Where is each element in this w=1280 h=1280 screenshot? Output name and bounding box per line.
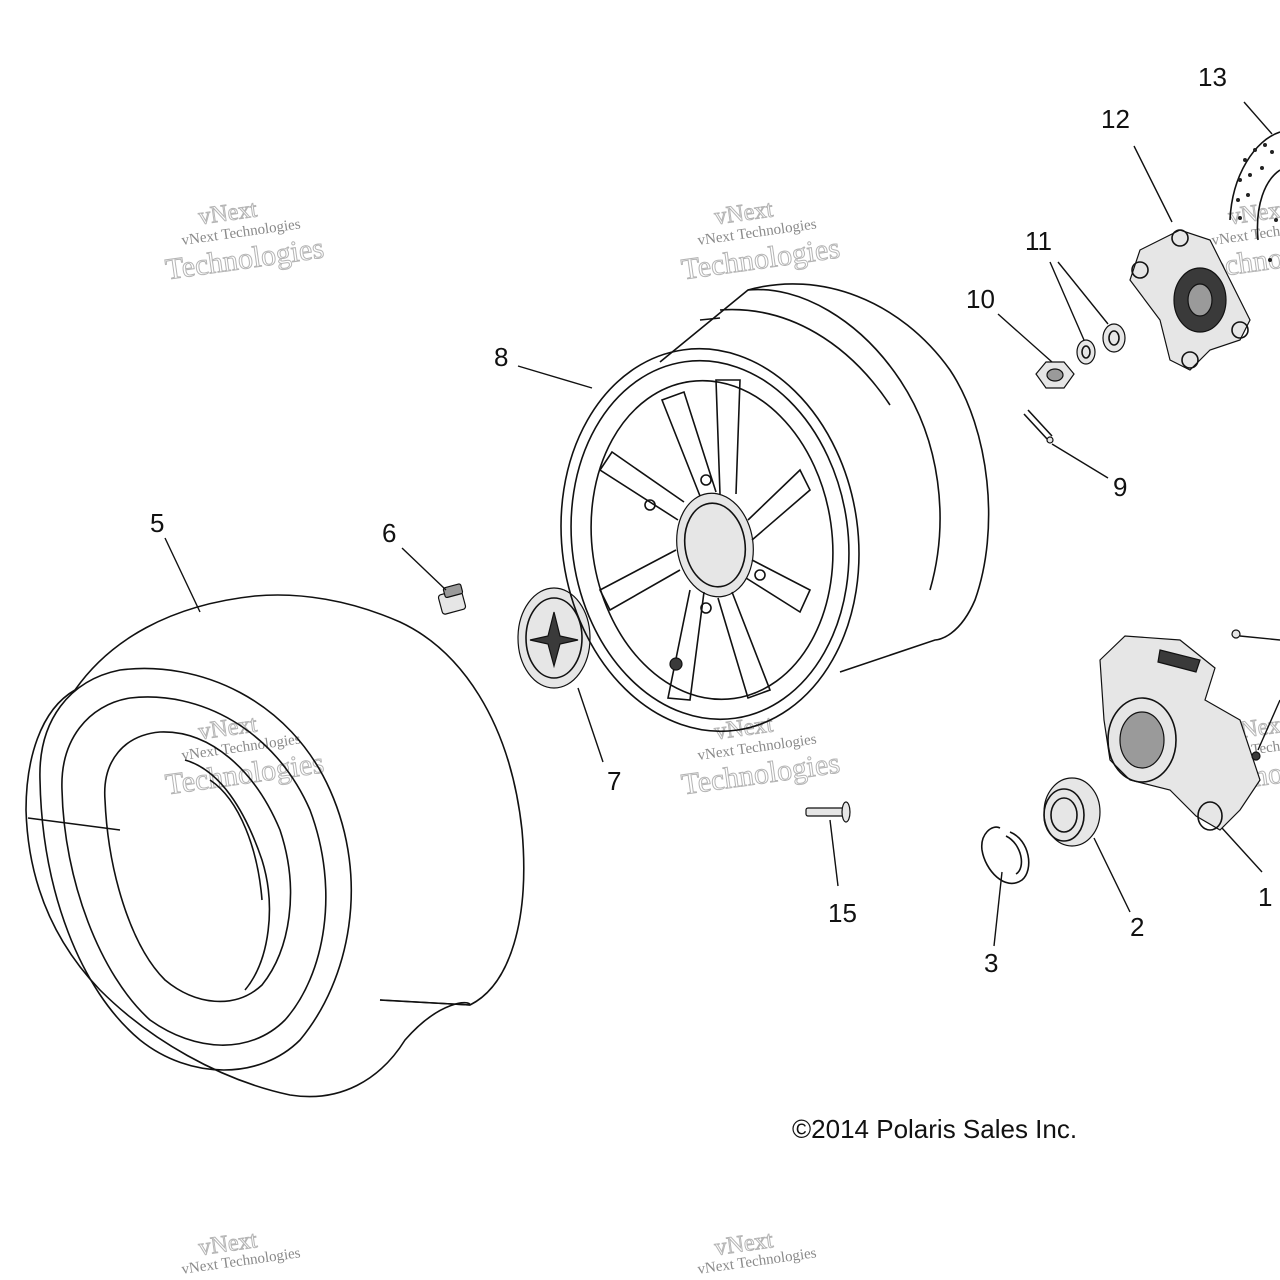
watermark: vNext vNext Technologies Technologies bbox=[163, 711, 327, 802]
leader-line-9 bbox=[1051, 443, 1109, 479]
callout-1: 1 bbox=[1258, 882, 1272, 912]
snap-ring-part-3 bbox=[981, 826, 1030, 947]
leader-line-8 bbox=[517, 365, 593, 389]
leader-line-11a bbox=[1049, 261, 1085, 341]
leader-line-3 bbox=[993, 871, 1003, 947]
leader-line-1 bbox=[1221, 827, 1263, 873]
watermark: vNext vNext Technologies bbox=[697, 1227, 818, 1278]
wheel-rim-part-8 bbox=[517, 283, 990, 733]
callout-8: 8 bbox=[494, 342, 508, 372]
callout-11: 11 bbox=[1025, 226, 1052, 256]
callout-12: 12 bbox=[1101, 104, 1130, 134]
leader-line-10 bbox=[997, 313, 1053, 363]
castle-nut-part-10 bbox=[997, 313, 1075, 389]
washers-part-11 bbox=[1049, 261, 1126, 365]
callout-5: 5 bbox=[150, 508, 164, 538]
watermark: vNext vNext Technologies bbox=[181, 1227, 302, 1278]
watermark: vNext vNext Technologies Technologies bbox=[163, 196, 327, 287]
callout-3: 3 bbox=[984, 948, 998, 978]
leader-line-6 bbox=[401, 547, 447, 591]
hub-part-12 bbox=[1129, 145, 1251, 371]
tire-part-5 bbox=[25, 537, 525, 1098]
leader-line-7 bbox=[577, 687, 604, 763]
callout-labels: 1 2 3 5 6 7 8 9 10 11 12 13 15 bbox=[150, 62, 1272, 978]
brake-disc-part-13 bbox=[1229, 101, 1280, 262]
watermark: vNext vNext Technologies Technologies bbox=[679, 196, 843, 287]
callout-10: 10 bbox=[966, 284, 995, 314]
callout-7: 7 bbox=[607, 766, 621, 796]
callout-2: 2 bbox=[1130, 912, 1144, 942]
leader-line-12 bbox=[1133, 145, 1173, 223]
knuckle-part-1 bbox=[1099, 635, 1263, 873]
callout-6: 6 bbox=[382, 518, 396, 548]
callout-9: 9 bbox=[1113, 472, 1127, 502]
bearing-part-2 bbox=[1043, 777, 1131, 913]
callout-15: 15 bbox=[828, 898, 857, 928]
small-fastener bbox=[1231, 629, 1280, 761]
center-cap-part-7 bbox=[517, 587, 604, 763]
leader-line-5 bbox=[164, 537, 201, 613]
leader-line-11b bbox=[1057, 261, 1109, 325]
leader-line-13 bbox=[1243, 101, 1273, 135]
leader-line-15 bbox=[829, 819, 839, 887]
leader-line-2 bbox=[1093, 837, 1131, 913]
copyright-notice: ©2014 Polaris Sales Inc. bbox=[792, 1114, 1078, 1144]
cotter-pin-part-9 bbox=[1023, 409, 1109, 479]
callout-13: 13 bbox=[1198, 62, 1227, 92]
rim-spokes bbox=[598, 379, 812, 701]
stud-part-15 bbox=[805, 801, 851, 887]
valve-stem-part-6 bbox=[401, 547, 467, 615]
